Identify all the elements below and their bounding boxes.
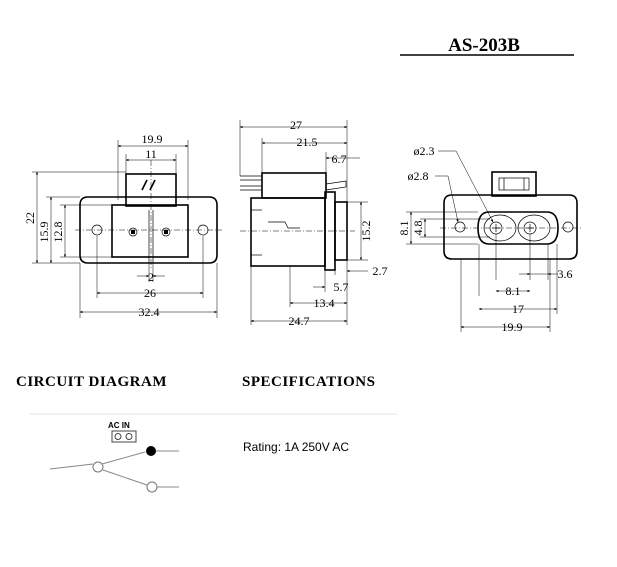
terminal-icon [114,433,122,440]
back-view-outline [440,171,582,260]
dim-label: 2 [148,270,154,284]
side-view-outline [240,172,355,271]
front-view: 19.9 11 22 15.9 12.8 2 26 32.4 [23,132,222,319]
terminal-icon [125,433,133,440]
dim-label: 26 [144,286,156,300]
title-block: AS-203B [400,35,574,56]
back-view: ø2.3 ø2.8 8.1 4.8 3.6 8.1 17 19.9 [397,144,582,334]
dim-label: 5.7 [334,280,349,294]
dim-label: 2.7 [373,264,388,278]
front-view-dimensions: 19.9 11 22 15.9 12.8 2 26 32.4 [23,132,218,319]
circuit-diagram: AC IN [49,421,179,493]
side-view: 27 21.5 6.7 15.2 2.7 5.7 13.4 24.7 [239,118,388,328]
common-contact-icon [92,461,104,473]
dim-label: 11 [145,147,157,161]
back-view-dimensions: ø2.3 ø2.8 8.1 4.8 3.6 8.1 17 19.9 [397,144,573,334]
dim-label: 6.7 [332,152,347,166]
dim-label: 19.9 [142,132,163,146]
circuit-wire [102,469,148,486]
part-number-title: AS-203B [448,35,520,56]
circuit-diagram-heading: CIRCUIT DIAGRAM [16,374,167,390]
ac-in-label: AC IN [108,421,130,430]
dim-label: 13.4 [314,296,335,310]
front-view-outline [75,160,222,270]
dim-label: 22 [23,212,37,224]
dim-label: 27 [290,118,302,132]
open-contact-icon [146,481,158,493]
circuit-wire [49,463,94,470]
dim-label: ø2.8 [408,169,429,183]
dim-label: 24.7 [289,314,310,328]
dim-label: 32.4 [139,305,160,319]
dim-label: 12.8 [51,222,65,243]
dim-label: 4.8 [411,221,425,236]
dim-label: 8.1 [397,221,411,236]
dim-label: 15.9 [37,222,51,243]
dim-label: 21.5 [297,135,318,149]
dim-label: 19.9 [502,320,523,334]
dim-label: 3.6 [558,267,573,281]
rating-spec: Rating: 1A 250V AC [243,440,349,454]
side-view-dimensions: 27 21.5 6.7 15.2 2.7 5.7 13.4 24.7 [239,118,388,328]
dim-label: 17 [512,302,524,316]
specifications-heading: SPECIFICATIONS [242,374,375,390]
ac-in-terminal-block [111,430,137,443]
dim-label: 8.1 [506,284,521,298]
switch-lever [101,451,146,465]
closed-contact-icon [146,446,156,456]
dim-label: ø2.3 [414,144,435,158]
dim-label: 15.2 [359,221,373,242]
